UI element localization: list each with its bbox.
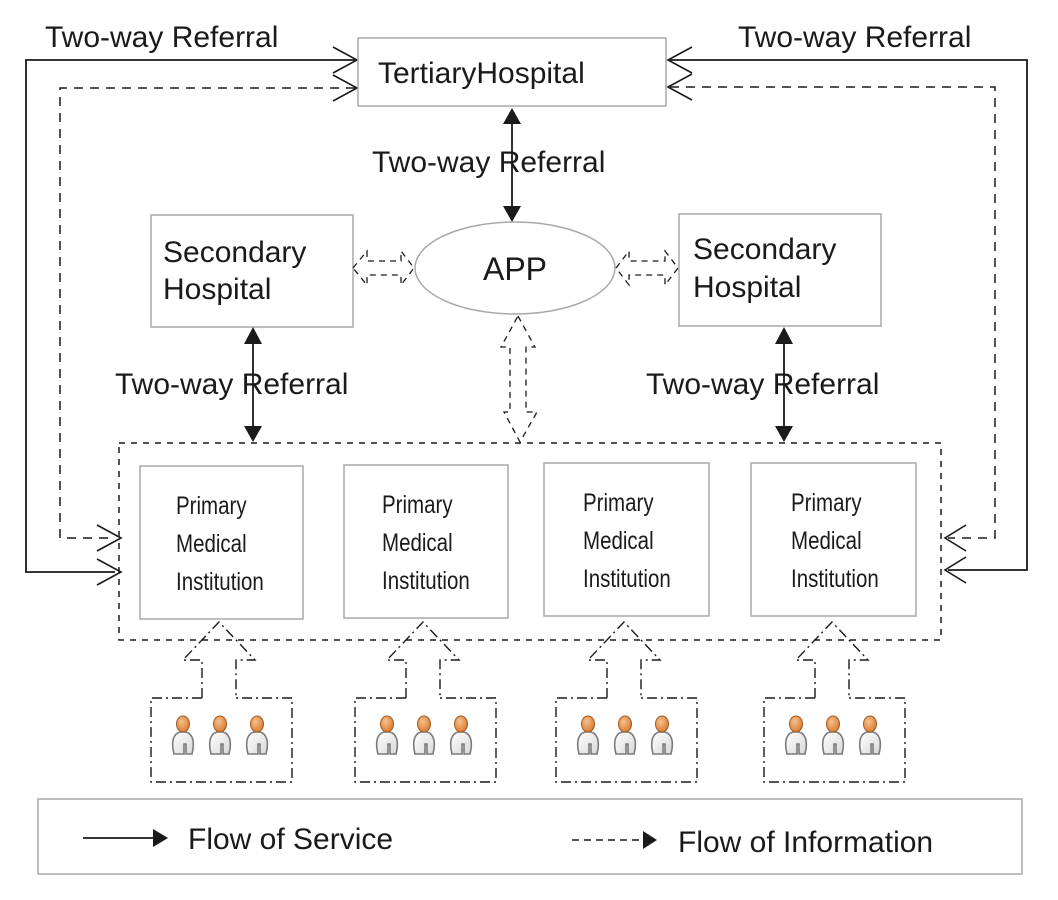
primary-1-line1: Primary [176,491,247,519]
person-icon [375,715,399,755]
secondary-left-primary-service-flow [244,327,262,442]
primary-3-line1: Primary [583,488,654,516]
patient-group-box [763,697,906,783]
primary-institution-2: Primary Medical Institution [343,464,509,619]
patient-upward-information-arrow [385,620,461,698]
patient-group-box [150,697,293,783]
legend-information-arrow-icon [572,831,657,849]
person-icon [576,715,600,755]
referral-label-left: Two-way Referral [115,368,348,401]
secondary-left-line2: Hospital [163,273,271,306]
person-icon [613,715,637,755]
legend-service-arrow-icon [83,829,168,847]
primary-group-container [118,442,942,641]
primary-4-line2: Medical [791,526,862,554]
primary-institution-1: Primary Medical Institution [139,465,304,620]
patient-upward-information-arrow [181,620,257,698]
referral-label-top-right: Two-way Referral [738,21,971,54]
primary-3-line2: Medical [583,526,654,554]
tertiary-hospital-label: TertiaryHospital [378,57,585,90]
person-icon [784,715,808,755]
patient-group-4 [763,620,906,783]
secondary-left-app-information-arrow [352,249,415,287]
right-outer-service-flow [666,46,1028,584]
left-outer-service-flow [25,46,359,586]
secondary-right-primary-service-flow [775,327,793,442]
right-outer-information-flow [666,73,996,552]
primary-2-line2: Medical [382,528,453,556]
legend-information-label: Flow of Information [678,826,933,859]
secondary-left-line1: Secondary [163,236,306,269]
secondary-right-line2: Hospital [693,271,801,304]
legend: Flow of Service Flow of Information [37,798,1023,875]
app-label: APP [483,251,547,287]
primary-4-line1: Primary [791,488,862,516]
person-icon [208,715,232,755]
patient-upward-information-arrow [794,620,870,698]
tertiary-app-service-flow [503,108,521,222]
primary-institution-4: Primary Medical Institution [750,462,917,617]
primary-2-line1: Primary [382,490,453,518]
patient-group-box [354,697,497,783]
primary-2-line3: Institution [382,566,470,594]
secondary-hospital-left-box: Secondary Hospital [150,214,354,328]
secondary-right-line1: Secondary [693,233,836,266]
patient-group-1 [150,620,293,783]
primary-institution-3: Primary Medical Institution [543,462,710,617]
patient-group-2 [354,620,497,783]
referral-label-center: Two-way Referral [372,146,605,179]
app-primary-information-arrow [499,314,539,444]
patient-groups [150,620,906,783]
person-icon [245,715,269,755]
person-icon [449,715,473,755]
primary-4-line3: Institution [791,564,879,592]
person-icon [171,715,195,755]
secondary-right-app-information-arrow [615,249,679,287]
patient-group-box [555,697,698,783]
person-icon [821,715,845,755]
primary-1-line2: Medical [176,529,247,557]
primary-1-line3: Institution [176,567,264,595]
primary-3-line3: Institution [583,564,671,592]
person-icon [412,715,436,755]
app-node: APP [414,221,616,315]
legend-box [37,798,1023,875]
patient-group-3 [555,620,698,783]
person-icon [650,715,674,755]
referral-label-right: Two-way Referral [646,368,879,401]
tertiary-hospital-box: TertiaryHospital [357,37,667,107]
legend-service-label: Flow of Service [188,823,393,856]
left-outer-information-flow [59,74,359,552]
person-icon [858,715,882,755]
patient-upward-information-arrow [586,620,662,698]
secondary-hospital-right-box: Secondary Hospital [678,213,882,327]
referral-label-top-left: Two-way Referral [45,21,278,54]
